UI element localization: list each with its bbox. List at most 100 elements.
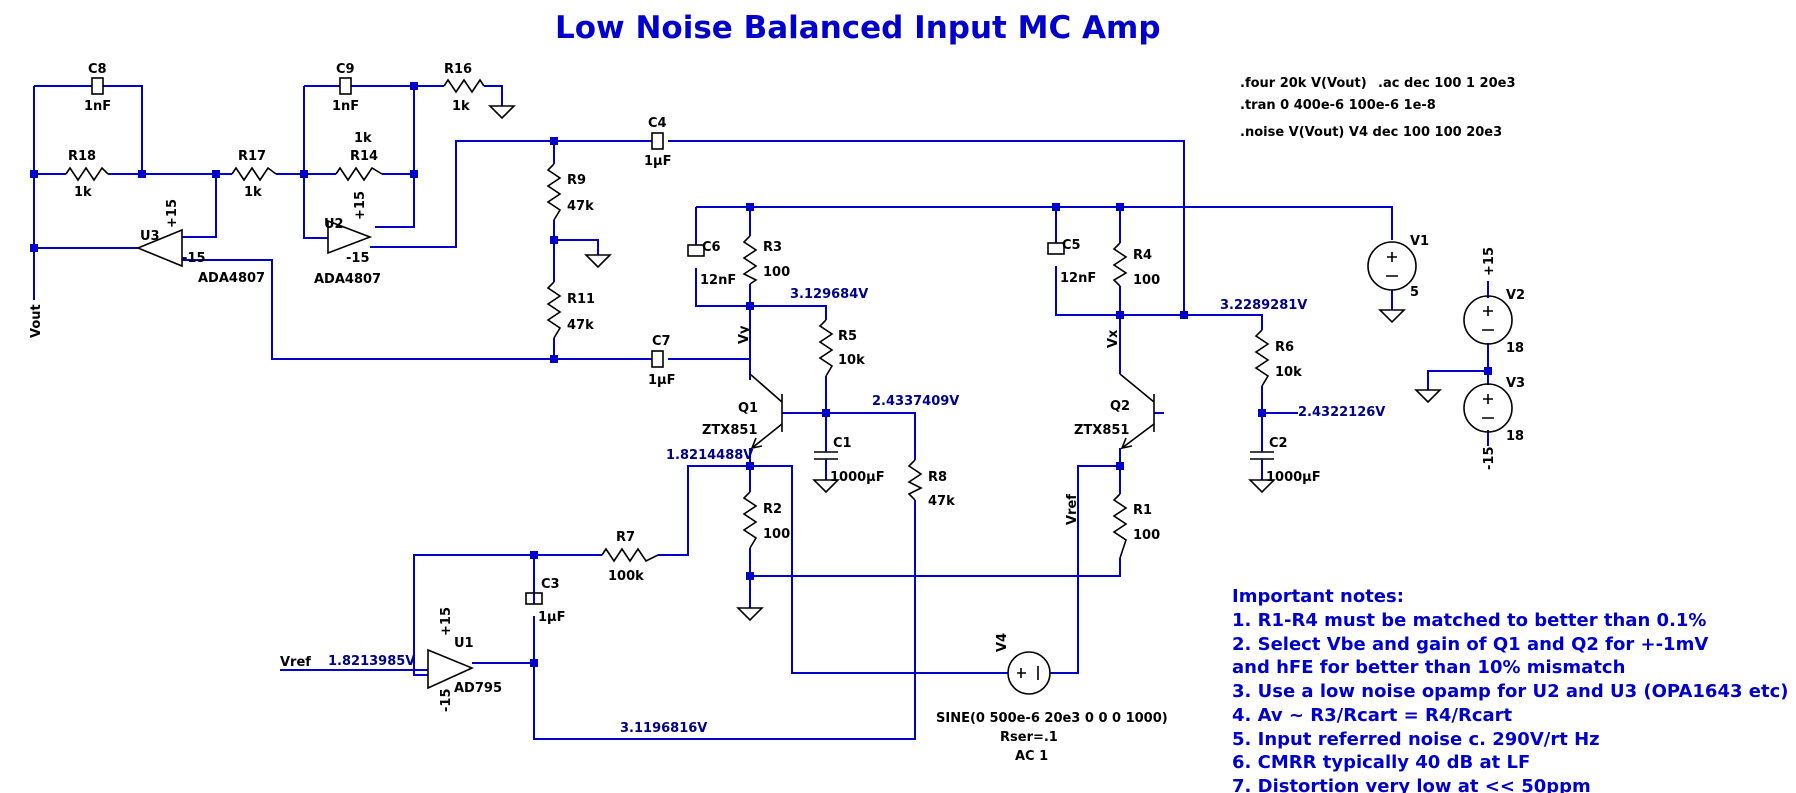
note-line: 5. Input referred noise c. 290V/rt Hz — [1232, 729, 1600, 750]
svg-text:1µF: 1µF — [648, 373, 676, 388]
svg-text:SINE(0 500e-6 20e3 0 0 0 1000): SINE(0 500e-6 20e3 0 0 0 1000) — [936, 711, 1168, 726]
svg-text:100: 100 — [763, 265, 790, 280]
svg-text:1k: 1k — [74, 185, 92, 200]
svg-text:1nF: 1nF — [84, 99, 111, 114]
svg-text:C4: C4 — [648, 116, 667, 131]
voltage-source-v2: V2 18 — [1463, 288, 1525, 356]
svg-text:C8: C8 — [88, 62, 107, 77]
svg-text:12nF: 12nF — [1060, 271, 1096, 286]
svg-text:U2: U2 — [324, 217, 344, 232]
svg-text:U1: U1 — [454, 636, 474, 651]
important-notes: Important notes: 1. R1-R4 must be matche… — [1232, 586, 1788, 793]
svg-text:ADA4807: ADA4807 — [314, 272, 381, 287]
svg-text:R17: R17 — [238, 149, 266, 164]
svg-text:5: 5 — [1410, 285, 1419, 300]
net-label-vx: Vx — [1106, 329, 1121, 348]
svg-text:ZTX851: ZTX851 — [702, 423, 757, 438]
svg-text:C6: C6 — [702, 240, 721, 255]
svg-text:+15: +15 — [353, 191, 368, 220]
svg-text:1µF: 1µF — [644, 154, 672, 169]
net-label-vref: Vref — [1065, 494, 1080, 525]
net-label-plus15: +15 — [1482, 247, 1497, 276]
spice-directives: .four 20k V(Vout) .ac dec 100 1 20e3 .tr… — [1240, 76, 1515, 140]
svg-text:C2: C2 — [1269, 436, 1288, 451]
resistor-r17: R17 1k — [231, 149, 277, 200]
resistor-r11: R11 47k — [546, 281, 595, 339]
svg-text:1µF: 1µF — [538, 610, 566, 625]
svg-text:1k: 1k — [452, 99, 470, 114]
svg-text:R7: R7 — [616, 530, 635, 545]
notes-heading: Important notes: — [1232, 586, 1404, 607]
svg-text:U3: U3 — [140, 229, 160, 244]
svg-text:+15: +15 — [439, 607, 454, 636]
note-line: 4. Av ~ R3/Rcart = R4/Rcart — [1232, 705, 1513, 726]
voltage-q2-base: 2.4322126V — [1298, 405, 1385, 420]
svg-text:R11: R11 — [567, 292, 595, 307]
capacitor-c2: C2 1000µF — [1250, 436, 1321, 485]
ground-symbols — [488, 105, 1442, 622]
svg-text:R4: R4 — [1133, 248, 1152, 263]
resistor-r5: R5 10k — [818, 319, 865, 377]
svg-text:47k: 47k — [567, 199, 594, 214]
wires — [33, 85, 1489, 740]
directive-noise: .noise V(Vout) V4 dec 100 100 20e3 — [1240, 125, 1502, 140]
voltage-source-v4: V4 SINE(0 500e-6 20e3 0 0 0 1000) Rser=.… — [936, 633, 1168, 764]
junction-dots — [30, 82, 1492, 667]
svg-text:R6: R6 — [1275, 340, 1294, 355]
svg-text:12nF: 12nF — [700, 273, 736, 288]
svg-text:R18: R18 — [68, 149, 96, 164]
capacitor-c6: C6 12nF — [687, 240, 736, 288]
capacitor-c1: C1 1000µF — [814, 436, 885, 485]
voltage-source-v3: V3 18 — [1463, 376, 1525, 444]
voltage-q1-emitter: 1.8214488V — [666, 448, 753, 463]
svg-text:R16: R16 — [444, 62, 472, 77]
note-line: and hFE for better than 10% mismatch — [1232, 657, 1625, 678]
svg-text:-15: -15 — [439, 689, 454, 713]
svg-text:C5: C5 — [1062, 238, 1081, 253]
svg-text:18: 18 — [1506, 429, 1524, 444]
svg-text:V4: V4 — [995, 633, 1010, 652]
svg-text:R14: R14 — [350, 149, 378, 164]
svg-text:R5: R5 — [838, 329, 857, 344]
capacitor-c4: C4 1µF — [644, 116, 672, 169]
transistor-q2: Q2 ZTX851 — [1074, 373, 1155, 450]
svg-text:100: 100 — [763, 527, 790, 542]
svg-text:-15: -15 — [182, 251, 206, 266]
directive-ac: .ac dec 100 1 20e3 — [1378, 76, 1515, 91]
resistor-r6: R6 10k — [1254, 329, 1302, 387]
svg-text:47k: 47k — [928, 494, 955, 509]
svg-text:1k: 1k — [354, 131, 372, 146]
svg-text:10k: 10k — [838, 353, 865, 368]
resistor-r3: R3 100 — [742, 235, 790, 285]
resistor-r9: R9 47k — [546, 163, 594, 221]
net-label-vref-input: Vref — [280, 655, 311, 670]
svg-text:AD795: AD795 — [454, 681, 502, 696]
capacitor-c8: C8 1nF — [84, 62, 111, 114]
voltage-vx: 3.2289281V — [1220, 298, 1307, 313]
resistor-r1: R1 100 — [1112, 493, 1160, 559]
opamp-u2: U2 ADA4807 +15 -15 — [314, 191, 381, 287]
note-line: 6. CMRR typically 40 dB at LF — [1232, 752, 1530, 773]
svg-text:C3: C3 — [541, 577, 560, 592]
directive-tran: .tran 0 400e-6 100e-6 1e-8 — [1240, 98, 1436, 113]
note-line: 7. Distortion very low at << 50ppm — [1232, 776, 1591, 793]
net-label-vy: Vy — [737, 325, 752, 344]
net-label-vout: Vout — [29, 304, 44, 338]
svg-text:V1: V1 — [1410, 234, 1429, 249]
resistor-r4: R4 100 — [1112, 242, 1160, 288]
svg-text:1000µF: 1000µF — [830, 470, 885, 485]
schematic-title: Low Noise Balanced Input MC Amp — [555, 10, 1161, 46]
svg-text:18: 18 — [1506, 341, 1524, 356]
svg-text:R2: R2 — [763, 502, 782, 517]
voltage-source-v1: V1 5 — [1367, 234, 1429, 300]
transistor-q1: Q1 ZTX851 — [702, 373, 783, 450]
capacitor-c9: C9 1nF — [332, 62, 359, 114]
svg-text:100k: 100k — [608, 569, 644, 584]
capacitor-c5: C5 12nF — [1047, 238, 1096, 286]
svg-text:47k: 47k — [567, 318, 594, 333]
svg-text:ZTX851: ZTX851 — [1074, 423, 1129, 438]
svg-text:-15: -15 — [346, 251, 370, 266]
resistor-r16: R16 1k — [443, 62, 485, 114]
svg-text:R9: R9 — [567, 173, 586, 188]
